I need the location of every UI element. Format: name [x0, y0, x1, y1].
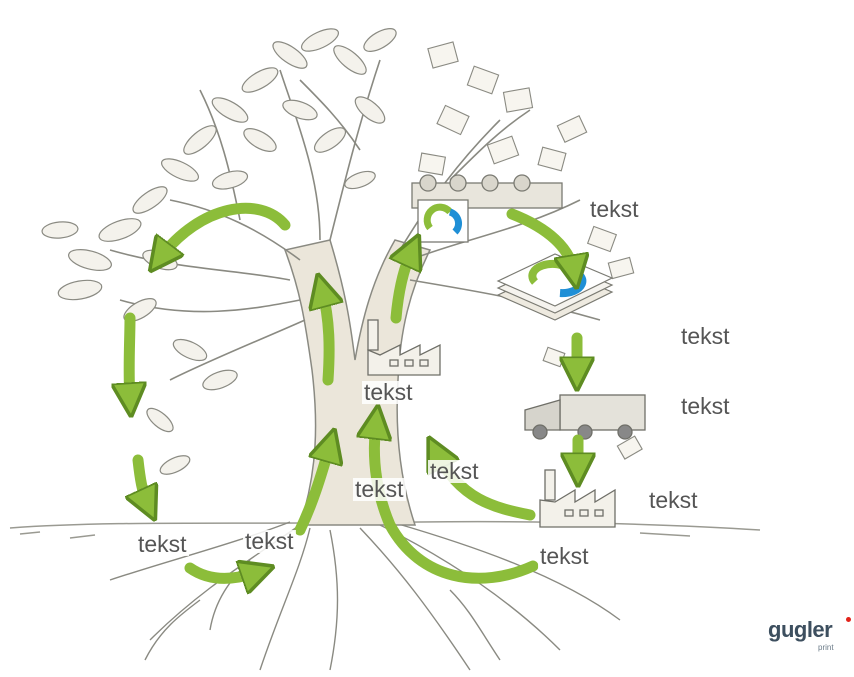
logo-sub: print	[818, 643, 834, 652]
label-recycling-plant: tekst	[649, 489, 698, 512]
label-soil-left-b: tekst	[243, 530, 296, 553]
gugler-logo: gugler print	[768, 617, 848, 667]
arrow-leaves-top	[160, 208, 285, 258]
label-soil-left-a: tekst	[136, 533, 189, 556]
label-center-factory: tekst	[362, 381, 415, 404]
factory-right-icon	[540, 470, 615, 527]
paper-stack	[498, 254, 612, 320]
truck-icon	[525, 395, 645, 439]
label-sorting-top: tekst	[588, 198, 641, 221]
logo-brand: gugler	[768, 617, 832, 643]
arrow-falling-leaves	[138, 460, 148, 505]
label-center-left: tekst	[353, 478, 406, 501]
label-pulp-mill: tekst	[538, 545, 591, 568]
logo-dot	[846, 617, 851, 622]
arrow-soil	[190, 568, 258, 578]
label-truck: tekst	[681, 395, 730, 418]
arrow-leaves-down	[129, 318, 130, 400]
label-center-right: tekst	[428, 460, 481, 483]
label-paper-sheets: tekst	[681, 325, 730, 348]
